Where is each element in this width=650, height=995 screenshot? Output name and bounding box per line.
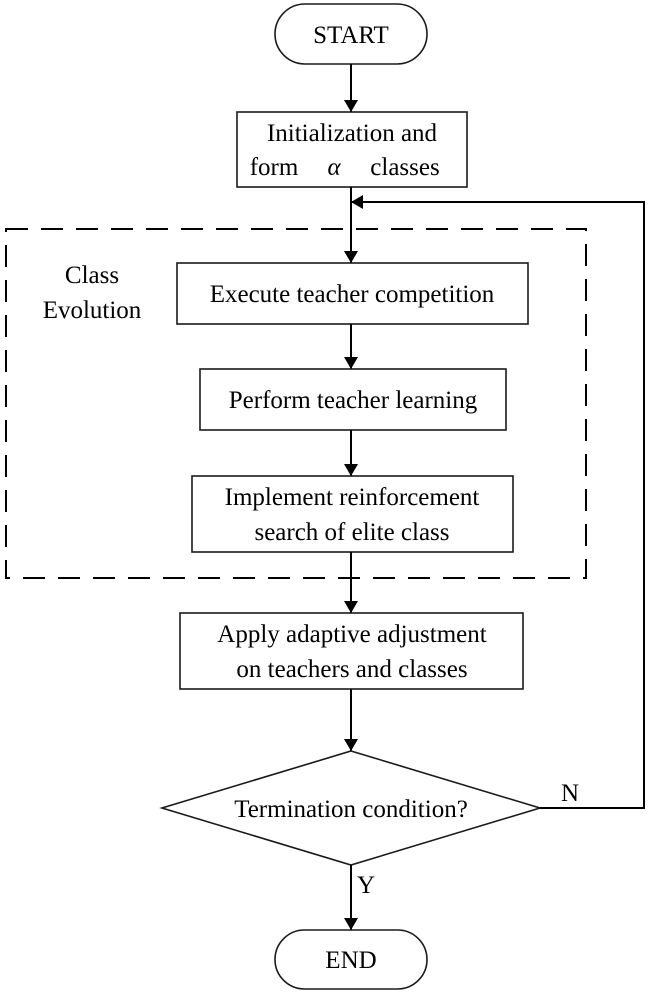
reinforce-node: Implement reinforcement search of elite … (191, 475, 514, 553)
adjust-line2: on teachers and classes (236, 656, 467, 683)
reinforce-line1: Implement reinforcement (225, 484, 480, 511)
competition-label: Execute teacher competition (210, 281, 495, 308)
init-line2-prefix: form (250, 154, 299, 181)
learning-node: Perform teacher learning (199, 368, 507, 431)
init-line2-suffix: classes (370, 154, 439, 181)
start-label: START (313, 22, 389, 49)
reinforce-line2: search of elite class (254, 519, 449, 546)
yes-label: Y (357, 872, 375, 899)
decision-label: Termination condition? (234, 796, 468, 823)
competition-node: Execute teacher competition (176, 262, 529, 325)
adjust-line1: Apply adaptive adjustment (217, 621, 486, 648)
decision-node: Termination condition? (159, 750, 543, 866)
end-label: END (325, 947, 376, 974)
class-evolution-group (5, 228, 587, 579)
end-node: END (274, 929, 428, 990)
arrow-no-loop (351, 195, 645, 809)
no-label: N (561, 780, 579, 807)
init-node: Initialization and form α classes (236, 111, 468, 188)
learning-label: Perform teacher learning (229, 387, 478, 414)
group-label-line1: Class (65, 262, 119, 289)
alpha-symbol: α (327, 154, 341, 181)
adjust-node: Apply adaptive adjustment on teachers an… (179, 612, 524, 690)
start-node: START (274, 3, 428, 65)
init-line1: Initialization and (267, 120, 438, 147)
group-label-line2: Evolution (43, 297, 142, 324)
